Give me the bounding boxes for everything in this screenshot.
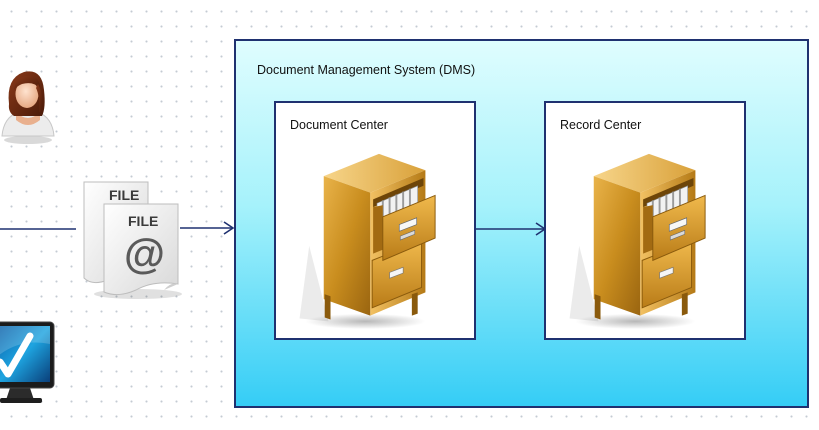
dms-title: Document Management System (DMS) <box>257 63 476 77</box>
monitor-check-icon <box>0 316 58 406</box>
file-label-front: FILE <box>128 213 158 229</box>
document-center-label: Document Center <box>290 118 388 132</box>
email-file-icon: FILE FILE @ <box>78 176 186 302</box>
document-center-box <box>274 101 476 340</box>
record-center-label: Record Center <box>560 118 642 132</box>
file-label-back: FILE <box>109 187 139 203</box>
filing-cabinet-icon <box>284 149 470 333</box>
arrow-right-icon <box>476 221 548 237</box>
connector-left <box>0 222 80 236</box>
filing-cabinet-icon <box>554 149 740 333</box>
arrow-right-icon <box>180 220 236 236</box>
at-symbol: @ <box>124 230 165 277</box>
record-center-box <box>544 101 746 340</box>
user-icon <box>0 64 56 144</box>
